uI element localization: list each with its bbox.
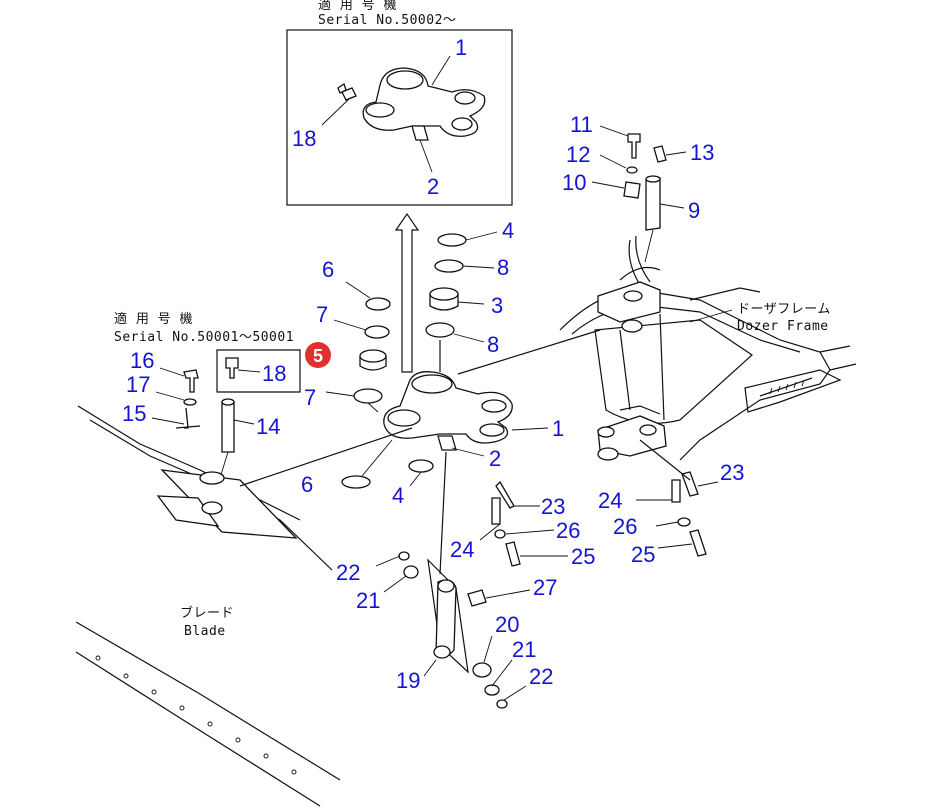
callout-inset-2: 2 <box>427 174 439 199</box>
inset-grease-fitting <box>337 82 357 101</box>
dozer-frame <box>559 235 857 461</box>
callout-23-left: 23 <box>541 494 565 519</box>
callout-6-bottom: 6 <box>301 472 313 497</box>
callout-24-right: 24 <box>598 488 622 513</box>
callout-8-top: 8 <box>497 255 509 280</box>
callout-4-top: 4 <box>502 218 514 243</box>
left-parts: 16 7 17 15 14 <box>122 348 316 479</box>
callout-9: 9 <box>688 198 700 223</box>
dozer-frame-label: ドーザフレーム Dozer Frame <box>689 302 831 334</box>
callout-4-bottom: 4 <box>392 483 404 508</box>
callout-27: 27 <box>533 575 557 600</box>
left-applicable-label: 適 用 号 機 <box>114 311 193 327</box>
callout-19: 19 <box>396 668 420 693</box>
center-stack: 4 8 6 3 7 8 <box>316 218 514 413</box>
callout-10: 10 <box>562 170 586 195</box>
left-note: 適 用 号 機 Serial No.50001〜50001 18 <box>114 311 301 393</box>
badge-5: 5 <box>305 342 331 368</box>
callout-23-right: 23 <box>720 460 744 485</box>
callout-inset-18: 18 <box>292 126 316 151</box>
inset-frame <box>286 29 513 206</box>
callout-17: 17 <box>126 372 150 397</box>
blade-label: ブレード Blade <box>180 605 234 639</box>
blade <box>75 405 413 807</box>
callout-14: 14 <box>256 414 280 439</box>
callout-22-left: 22 <box>336 560 360 585</box>
callout-12: 12 <box>566 142 590 167</box>
callout-15: 15 <box>122 401 146 426</box>
callout-20: 20 <box>495 612 519 637</box>
callout-inset-1: 1 <box>455 35 467 60</box>
callout-3: 3 <box>491 293 503 318</box>
left-serial-label: Serial No.50001〜50001 <box>114 330 294 345</box>
callout-25-left: 25 <box>571 544 595 569</box>
callout-2: 2 <box>489 446 501 471</box>
callout-26-right: 26 <box>613 514 637 539</box>
callout-22-right: 22 <box>529 664 553 689</box>
inset-box: 適 用 号 機 Serial No.50002〜 1 18 2 <box>286 0 513 206</box>
lower-rings: 6 4 <box>301 439 434 508</box>
inset-bracket-part <box>362 67 486 141</box>
callout-16: 16 <box>130 348 154 373</box>
detail-arrow <box>394 212 420 373</box>
blade-bolt-holes <box>95 655 297 775</box>
right-lower-parts: 23 24 26 25 <box>598 439 744 567</box>
callout-1: 1 <box>552 416 564 441</box>
dozer-frame-label-en: Dozer Frame <box>737 319 829 334</box>
callout-26-left: 26 <box>556 518 580 543</box>
callout-13: 13 <box>690 140 714 165</box>
callout-6-top: 6 <box>322 257 334 282</box>
badge-5-text: 5 <box>313 346 323 366</box>
callout-21-right: 21 <box>512 637 536 662</box>
callout-11: 11 <box>570 112 593 137</box>
callout-7-top: 7 <box>316 302 328 327</box>
lower-link-parts: 23 24 26 25 22 21 27 20 21 22 19 <box>336 451 595 709</box>
main-bracket: 1 2 <box>383 329 601 471</box>
callout-25-right: 25 <box>631 542 655 567</box>
inset-serial-label: Serial No.50002〜 <box>318 13 456 28</box>
blade-label-en: Blade <box>184 624 226 639</box>
blade-label-ja: ブレード <box>180 605 234 621</box>
dozer-frame-label-ja: ドーザフレーム <box>737 302 831 317</box>
right-parts: 11 12 13 10 9 <box>562 112 714 263</box>
inset-applicable-label: 適 用 号 機 <box>318 0 397 13</box>
callout-24-left: 24 <box>450 537 474 562</box>
callout-18-left: 18 <box>262 361 286 386</box>
callout-21-left: 21 <box>356 588 380 613</box>
callout-8-mid: 8 <box>487 332 499 357</box>
callout-7-mid: 7 <box>304 385 316 410</box>
